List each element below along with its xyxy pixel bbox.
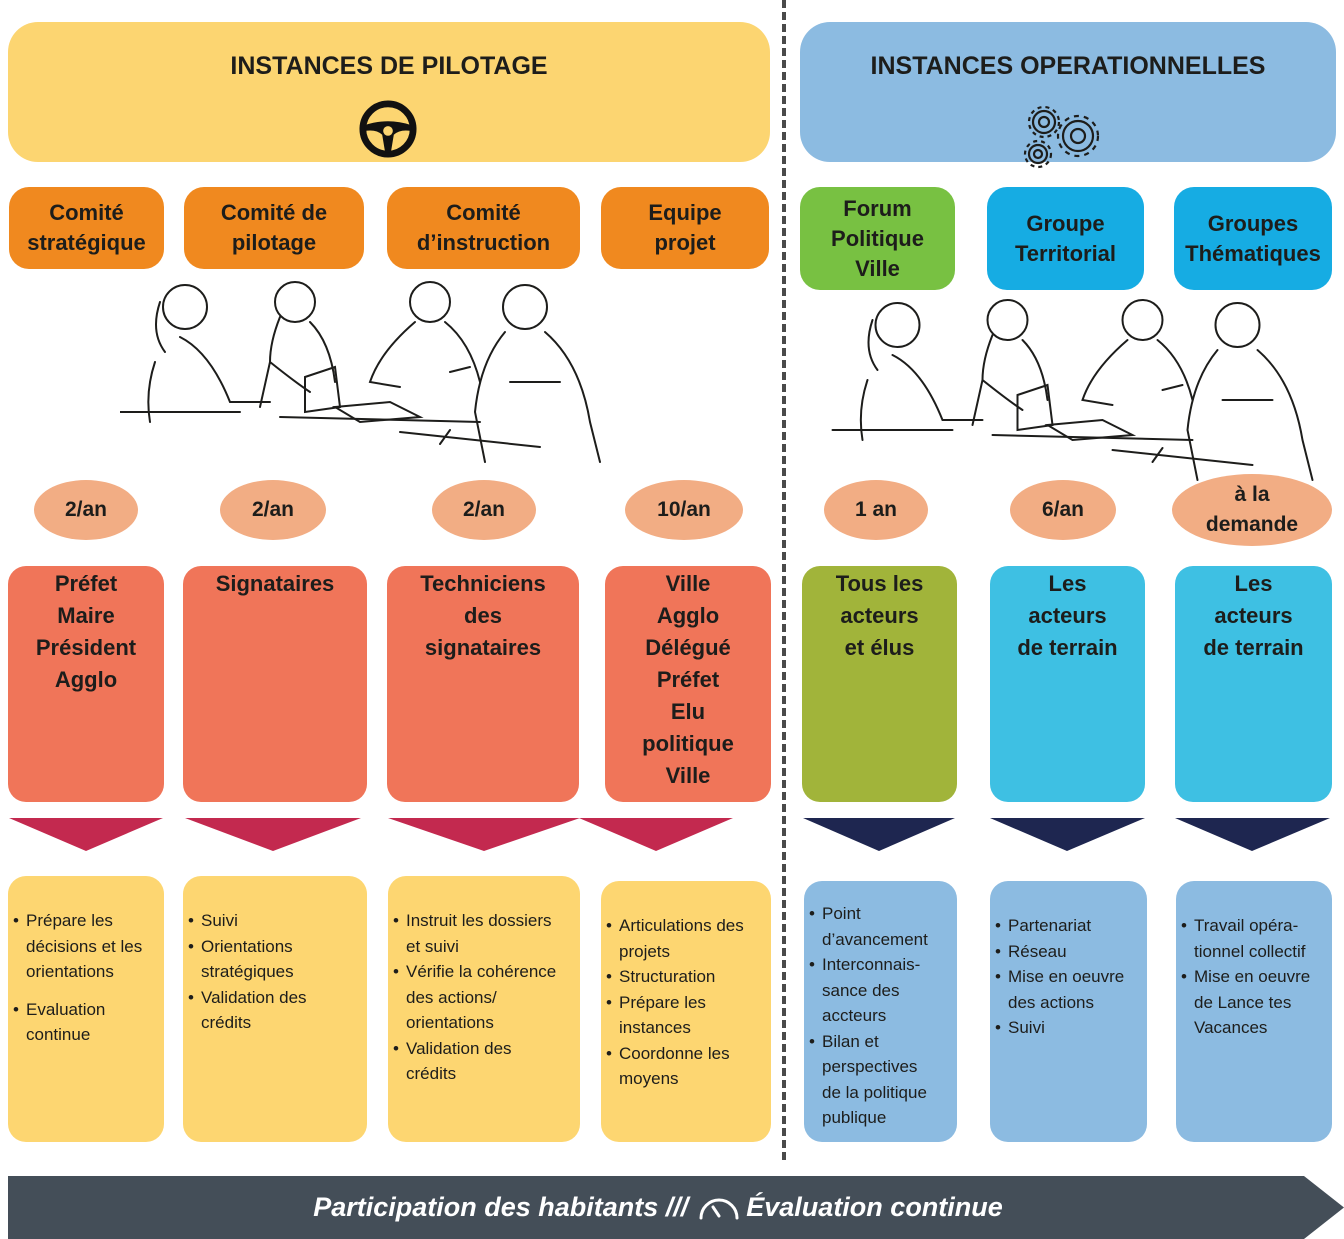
frequency-badge: 10/an [625,480,743,540]
bottom-arrow-bar [8,1176,1344,1239]
header-operational: INSTANCES OPERATIONNELLES [800,22,1336,169]
roles-box: Point d’avancement Interconnais- sance d… [804,881,957,1142]
evaluation-label: Évaluation continue [746,1192,1003,1222]
role-item: Orientations stratégiques [187,934,363,985]
category-equipe-projet: Equipe projet [601,187,769,269]
role-item: Suivi [187,908,363,934]
frequency-badge: 2/an [432,480,536,540]
down-arrow-icon [579,818,733,851]
role-item: Interconnais- sance des accteurs [808,952,953,1029]
category-groupes-thematiques: Groupes Thématiques [1174,187,1332,290]
role-item: Prépare les instances [605,990,767,1041]
meeting-illustration-right [831,299,1314,481]
members-box: Préfet Maire Président Agglo [8,566,164,802]
role-item: Mise en oeuvre de Lance tes Vacances [1180,964,1328,1041]
role-item: Bilan et perspectives de la politique pu… [808,1029,953,1131]
role-item: Partenariat [994,913,1143,939]
role-item: Articulations des projets [605,913,767,964]
down-arrow-icon [388,818,580,851]
role-item: Prépare les décisions et les orientation… [12,908,160,985]
role-item: Point d’avancement [808,901,953,952]
frequency-badge: 6/an [1010,480,1116,540]
down-arrow-icon [185,818,361,851]
down-arrow-icon [9,818,163,851]
role-item: Coordonne les moyens [605,1041,767,1092]
members-box: Signataires [183,566,367,802]
role-item: Vérifie la cohérence des actions/ orient… [392,959,576,1036]
members-box: Les acteurs de terrain [990,566,1145,802]
members-box: Tous les acteurs et élus [802,566,957,802]
roles-box: Partenariat Réseau Mise en oeuvre des ac… [990,881,1147,1142]
role-item: Réseau [994,939,1143,965]
gears-icon [1023,105,1100,169]
roles-box: Suivi Orientations stratégiques Validati… [183,876,367,1142]
role-item: Mise en oeuvre des actions [994,964,1143,1015]
members-box: Techniciens des signataires [387,566,579,802]
down-arrow-icon [1175,818,1330,851]
header-pilotage: INSTANCES DE PILOTAGE [8,22,770,162]
role-item: Validation des crédits [187,985,363,1036]
steering-wheel-icon [359,100,417,158]
category-groupe-territorial: Groupe Territorial [987,187,1144,290]
roles-box: Instruit les dossiers et suivi Vérifie l… [388,876,580,1142]
roles-box: Articulations des projets Structuration … [601,881,771,1142]
section-separator [782,0,786,1160]
category-forum-politique-ville: Forum Politique Ville [800,187,955,290]
frequency-badge: 2/an [34,480,138,540]
bottom-bar-text: Participation des habitants /// Évaluati… [8,1176,1308,1239]
down-arrow-icon [803,818,955,851]
category-comite-instruction: Comité d’instruction [387,187,580,269]
members-box: Les acteurs de terrain [1175,566,1332,802]
frequency-badge: à la demande [1172,474,1332,546]
category-comite-strategique: Comité stratégique [9,187,164,269]
role-item: Suivi [994,1015,1143,1041]
frequency-badge: 2/an [220,480,326,540]
header-pilotage-title: INSTANCES DE PILOTAGE [230,52,548,80]
down-arrow-icon [990,818,1145,851]
members-box: Ville Agglo Délégué Préfet Elu politique… [605,566,771,802]
roles-box: Travail opéra- tionnel collectif Mise en… [1176,881,1332,1142]
meeting-illustration-left [120,281,601,463]
frequency-badge: 1 an [824,480,928,540]
header-operational-title: INSTANCES OPERATIONNELLES [870,52,1266,80]
role-item: Travail opéra- tionnel collectif [1180,913,1328,964]
role-item: Validation des crédits [392,1036,576,1087]
role-item: Evaluation continue [12,997,160,1048]
role-item: Structuration [605,964,767,990]
role-item: Instruit les dossiers et suivi [392,908,576,959]
participation-label: Participation des habitants /// [313,1192,689,1222]
category-comite-pilotage: Comité de pilotage [184,187,364,269]
roles-box: Prépare les décisions et les orientation… [8,876,164,1142]
speedometer-icon [699,1198,739,1219]
